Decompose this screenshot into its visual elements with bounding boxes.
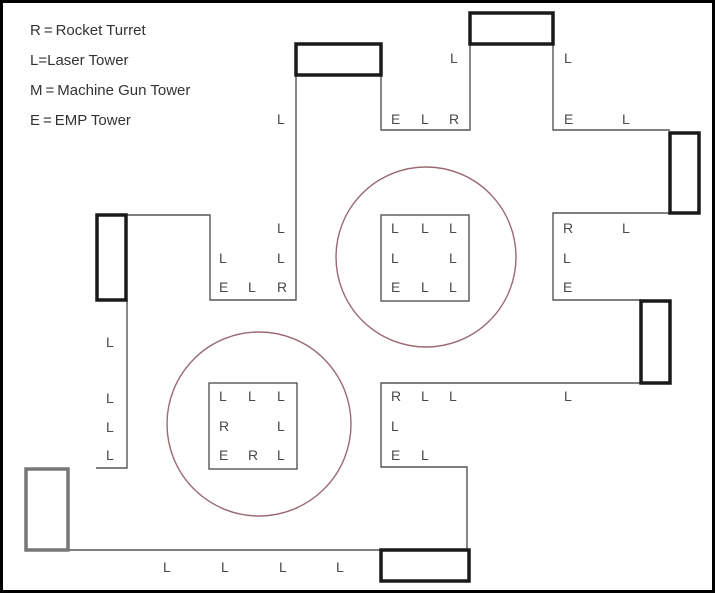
tower-label: L <box>421 220 429 236</box>
tower-label: L <box>248 388 256 404</box>
tower-label: L <box>564 388 572 404</box>
outer-wall-right-lower <box>380 382 641 550</box>
tower-label: E <box>391 111 400 127</box>
tower-label: R <box>277 279 287 295</box>
tower-label: R <box>391 388 401 404</box>
tower-label: L <box>391 220 399 236</box>
tower-label: L <box>421 388 429 404</box>
tower-label: R <box>563 220 573 236</box>
tower-label: E <box>564 111 573 127</box>
outer-wall-right-upper <box>552 212 670 301</box>
legend-laser: L=Laser Tower <box>30 52 129 69</box>
tower-label: L <box>106 334 114 350</box>
legend: R = Rocket Turret L=Laser Tower M = Mach… <box>30 22 190 129</box>
outer-wall-left <box>96 300 128 469</box>
gate-right-upper <box>668 131 701 215</box>
tower-label: L <box>248 279 256 295</box>
legend-rocket: R = Rocket Turret <box>30 22 146 39</box>
tower-label: R <box>248 447 258 463</box>
tower-label: L <box>163 559 171 575</box>
tower-label: L <box>221 559 229 575</box>
tower-label: L <box>449 388 457 404</box>
tower-label: L <box>279 559 287 575</box>
tower-label: L <box>277 220 285 236</box>
tower-label: L <box>421 111 429 127</box>
tower-label: L <box>336 559 344 575</box>
outer-wall-top-notch <box>380 45 471 131</box>
tower-label: L <box>449 250 457 266</box>
tower-label: L <box>421 447 429 463</box>
tower-label: E <box>219 447 228 463</box>
gate-top-left <box>294 42 383 77</box>
gate-top-right <box>468 11 555 46</box>
tower-label: L <box>421 279 429 295</box>
tower-label: L <box>391 418 399 434</box>
tower-label: L <box>277 447 285 463</box>
outer-wall-main <box>127 75 297 301</box>
legend-emp: E = EMP Tower <box>30 112 131 129</box>
tower-label: R <box>219 418 229 434</box>
outer-wall-top-right <box>552 45 670 131</box>
tower-label: L <box>277 111 285 127</box>
core-lower-ring <box>166 331 352 517</box>
tower-label: L <box>564 50 572 66</box>
tower-label: L <box>449 220 457 236</box>
tower-label: L <box>391 250 399 266</box>
core-upper-box <box>380 214 470 302</box>
tower-label: E <box>563 279 572 295</box>
tower-label: E <box>391 279 400 295</box>
tower-label: L <box>106 419 114 435</box>
tower-label: L <box>277 418 285 434</box>
tower-label: E <box>391 447 400 463</box>
tower-label: L <box>622 220 630 236</box>
legend-machine-gun: M = Machine Gun Tower <box>30 82 190 99</box>
tower-label: L <box>219 250 227 266</box>
tower-label: L <box>106 390 114 406</box>
gate-left-lower <box>24 467 70 552</box>
tower-label: L <box>106 447 114 463</box>
gate-bottom <box>379 548 471 583</box>
tower-label: L <box>450 50 458 66</box>
gate-left-upper <box>95 213 128 302</box>
tower-label: L <box>277 388 285 404</box>
tower-label: L <box>219 388 227 404</box>
core-lower-box <box>208 382 298 470</box>
tower-labels: L L L E L R E L L L L E L R R L L E L L … <box>106 50 630 575</box>
tower-label: L <box>449 279 457 295</box>
core-upper-ring <box>335 166 517 348</box>
tower-label: L <box>622 111 630 127</box>
tower-label: L <box>277 250 285 266</box>
gate-right-lower <box>639 299 672 385</box>
tower-label: R <box>449 111 459 127</box>
tower-label: E <box>219 279 228 295</box>
tower-label: L <box>563 250 571 266</box>
